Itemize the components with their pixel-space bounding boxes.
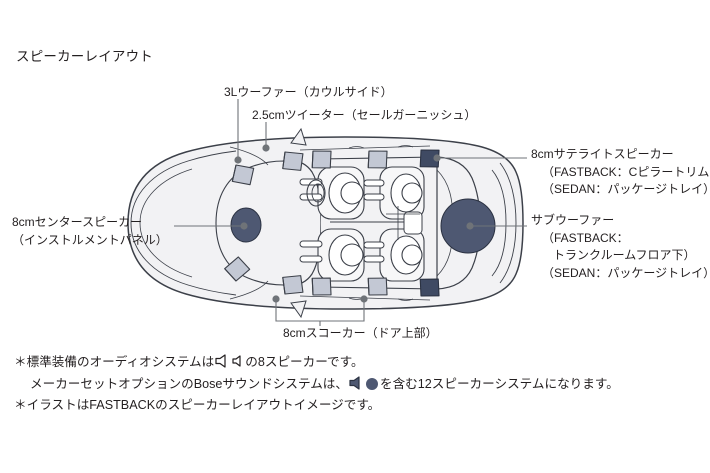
callout-center-line1: 8cmセンタースピーカー [12,215,143,229]
callout-satellite-line1: 8cmサテライトスピーカー [531,147,674,161]
callout-subwoofer-line2: （FASTBACK： [542,230,629,245]
speaker-marker-woofer-right [221,253,253,285]
callout-squawker: 8cmスコーカー（ドア上部） [283,325,438,343]
seat-driver [299,166,365,220]
speaker-marker-squawker-front-right [306,271,337,302]
speaker-marker-center [230,207,262,243]
occupants-group [299,166,425,282]
callout-center-speaker: 8cmセンタースピーカー （インストルメントパネル） [12,214,168,249]
speaker-markers-group [221,143,496,303]
speaker-marker-squawker-front-left [306,144,337,175]
footnote-2-text-b: を含む12スピーカーシステムになります。 [379,376,619,391]
callout-satellite-line3: （SEDAN：パッケージトレイ） [542,182,710,196]
callout-subwoofer-line4: （SEDAN：パッケージトレイ） [542,265,710,280]
speaker-marker-tweeter-right [277,269,309,300]
callout-subwoofer-line3: トランクルームフロア下） [553,248,696,262]
speaker-marker-woofer-left [227,159,259,191]
footnote-line-1: ＊標準装備のオーディオシステムは の8スピーカーです。 [14,352,619,374]
callout-satellite-line2: （FASTBACK：Cピラートリム） [542,164,710,179]
callout-satellite-speaker: 8cmサテライトスピーカー （FASTBACK：Cピラートリム） （SEDAN：… [531,146,710,199]
callout-woofer-line1: 3Lウーファー（カウルサイド） [224,85,393,99]
callout-tweeter: 2.5cmツイーター（セールガーニッシュ） [252,107,476,125]
speaker-marker-tweeter-left [277,146,309,177]
leader-lines-group [174,99,527,326]
footnotes: ＊標準装備のオーディオシステムは の8スピーカーです。 メーカーセットオプションの… [14,352,619,417]
speaker-cone-dark-icon [349,375,364,390]
speaker-marker-squawker-rear-right [362,271,393,302]
footnote-line-2: メーカーセットオプションのBoseサウンドシステムは、 を含む12スピーカーシステ… [14,374,619,396]
round-speaker-icon [365,377,378,390]
callout-subwoofer: サブウーファー （FASTBACK： トランクルームフロア下） （SEDAN：パ… [531,212,710,282]
callout-squawker-line1: 8cmスコーカー（ドア上部） [283,326,438,340]
seat-front-passenger [299,228,365,282]
seat-rear-left [363,166,425,220]
footnote-1-text-a: ＊標準装備のオーディオシステムは [14,355,215,369]
speaker-marker-satellite-left [414,143,445,174]
footnote-2-text-a: メーカーセットオプションのBoseサウンドシステムは、 [30,376,348,391]
speaker-cone-small-icon [232,354,244,368]
car-body-outline [127,127,524,319]
speaker-marker-squawker-rear-left [362,144,393,175]
callout-woofer: 3Lウーファー（カウルサイド） [224,84,393,102]
speaker-cone-large-icon [215,354,230,368]
callout-center-line2: （インストルメントパネル） [12,232,168,247]
callout-subwoofer-line1: サブウーファー [531,213,615,227]
page-title: スピーカーレイアウト [16,49,153,64]
callout-tweeter-line1: 2.5cmツイーター（セールガーニッシュ） [252,108,477,122]
seat-rear-right [363,228,425,282]
speaker-marker-subwoofer [440,198,496,254]
speaker-marker-satellite-right [414,272,445,303]
footnote-1-text-b: の8スピーカーです。 [245,355,364,369]
footnote-line-3: ＊イラストはFASTBACKのスピーカーレイアウトイメージです。 [14,398,381,412]
